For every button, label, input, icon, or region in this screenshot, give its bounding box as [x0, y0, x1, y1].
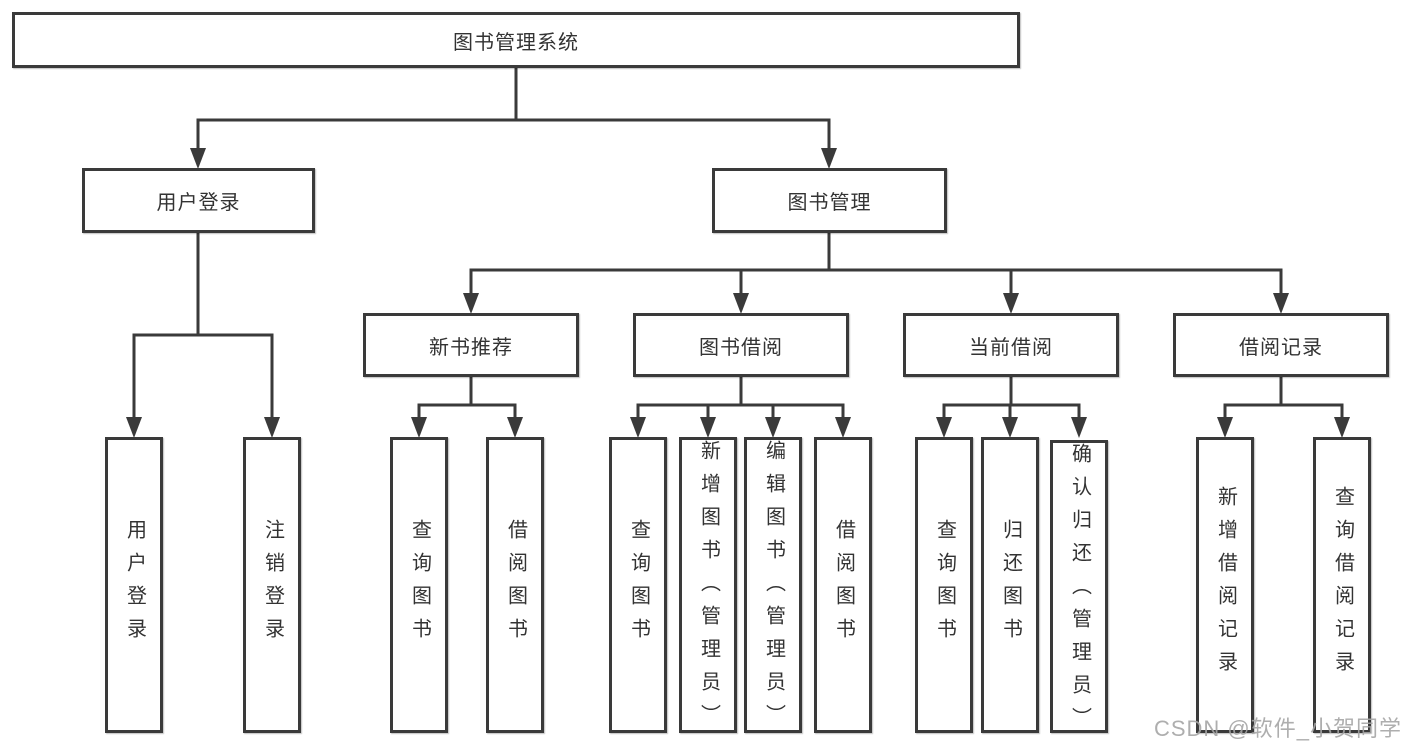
- leaf-query-borrow-record: 查询借阅记录: [1313, 437, 1371, 733]
- node-current-borrow: 当前借阅: [903, 313, 1119, 377]
- node-user-login: 用户登录: [82, 168, 315, 233]
- node-label: 当前借阅: [969, 336, 1053, 359]
- node-label: 新书推荐: [429, 336, 513, 359]
- node-new-book-recommend: 新书推荐: [363, 313, 579, 377]
- leaf-return-books: 归还图书: [981, 437, 1039, 733]
- node-label: 用户登录: [156, 192, 241, 214]
- node-book-management: 图书管理: [712, 168, 947, 233]
- leaf-add-borrow-record: 新增借阅记录: [1196, 437, 1254, 733]
- node-label: 编辑图书（管理员）: [762, 440, 785, 737]
- node-label: 归还图书: [999, 519, 1022, 651]
- node-label: 注销登录: [261, 519, 284, 651]
- node-label: 查询借阅记录: [1331, 486, 1354, 684]
- node-label: 新增图书（管理员）: [697, 440, 720, 737]
- leaf-borrow-books-recommend: 借阅图书: [486, 437, 544, 733]
- node-label: 借阅图书: [832, 519, 855, 651]
- leaf-borrow-books: 借阅图书: [814, 437, 872, 733]
- node-label: 查询图书: [933, 519, 956, 651]
- node-label: 查询图书: [627, 519, 650, 651]
- leaf-query-books-current: 查询图书: [915, 437, 973, 733]
- node-label: 确认归还（管理员）: [1068, 443, 1091, 740]
- node-root: 图书管理系统: [12, 12, 1020, 68]
- leaf-add-books-admin: 新增图书（管理员）: [679, 437, 737, 737]
- node-label: 图书借阅: [699, 336, 783, 359]
- node-label: 借阅记录: [1239, 336, 1323, 359]
- node-label: 新增借阅记录: [1214, 486, 1237, 684]
- leaf-logout-login: 注销登录: [243, 437, 301, 733]
- node-label: 用户登录: [123, 519, 146, 651]
- leaf-confirm-return-admin: 确认归还（管理员）: [1050, 440, 1108, 740]
- node-label: 查询图书: [408, 519, 431, 651]
- leaf-user-login: 用户登录: [105, 437, 163, 733]
- node-label: 图书管理系统: [453, 31, 579, 54]
- leaf-query-books-borrow: 查询图书: [609, 437, 667, 733]
- node-borrow-records: 借阅记录: [1173, 313, 1389, 377]
- leaf-query-books-recommend: 查询图书: [390, 437, 448, 733]
- csdn-watermark: CSDN @软件_小贺同学: [1153, 716, 1402, 741]
- node-book-borrow: 图书借阅: [633, 313, 849, 377]
- leaf-edit-books-admin: 编辑图书（管理员）: [744, 437, 802, 737]
- node-label: 图书管理: [787, 192, 872, 214]
- node-label: 借阅图书: [504, 519, 527, 651]
